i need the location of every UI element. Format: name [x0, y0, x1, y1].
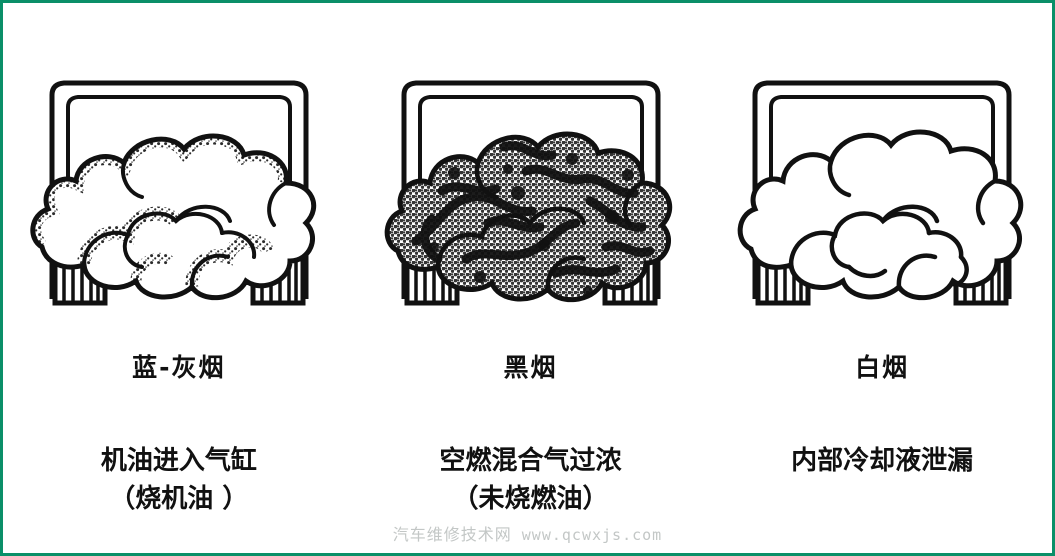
- smoke-label-black: 黑烟: [503, 353, 558, 382]
- figure-canvas: 蓝-灰烟 机油进入气缸 （烧机油 ）: [3, 3, 1052, 553]
- truck-body-outline: [401, 80, 660, 299]
- truck-illustration-blue-grey: [24, 51, 334, 313]
- truck-body-outline: [752, 80, 1012, 299]
- truck-illustration-black: [376, 51, 686, 313]
- cause-text-white: 内部冷却液泄漏: [706, 443, 1052, 481]
- cause-line-1: 内部冷却液泄漏: [791, 446, 974, 476]
- panel-blue-grey-smoke: 蓝-灰烟 机油进入气缸 （烧机油 ）: [3, 3, 355, 553]
- cause-text-blue-grey: 机油进入气缸 （烧机油 ）: [3, 443, 355, 518]
- panel-black-smoke: 黑烟 空燃混合气过浓 （未烧燃油）: [355, 3, 707, 553]
- smoke-cloud-white: [740, 132, 1021, 298]
- truck-body-outline: [49, 80, 309, 299]
- panel-white-smoke: 白烟 内部冷却液泄漏: [706, 3, 1055, 553]
- watermark-site-name: 汽车维修技术网: [392, 525, 512, 544]
- smoke-label-blue-grey: 蓝-灰烟: [132, 353, 226, 382]
- cause-line-2: （未烧燃油）: [452, 483, 609, 514]
- smoke-cloud-blue-grey: [33, 136, 314, 298]
- smoke-label-white: 白烟: [855, 353, 910, 382]
- cause-line-1: 机油进入气缸: [100, 446, 257, 476]
- watermark-url: www.qcwxjs.com: [521, 526, 663, 544]
- watermark: 汽车维修技术网 www.qcwxjs.com: [3, 521, 1052, 545]
- cause-line-1: 空燃混合气过浓: [439, 446, 622, 476]
- truck-illustration-white: [727, 51, 1037, 313]
- cause-text-black: 空燃混合气过浓 （未烧燃油）: [355, 443, 707, 518]
- panel-row: 蓝-灰烟 机油进入气缸 （烧机油 ）: [3, 3, 1055, 553]
- cause-line-2: （烧机油 ）: [109, 483, 249, 514]
